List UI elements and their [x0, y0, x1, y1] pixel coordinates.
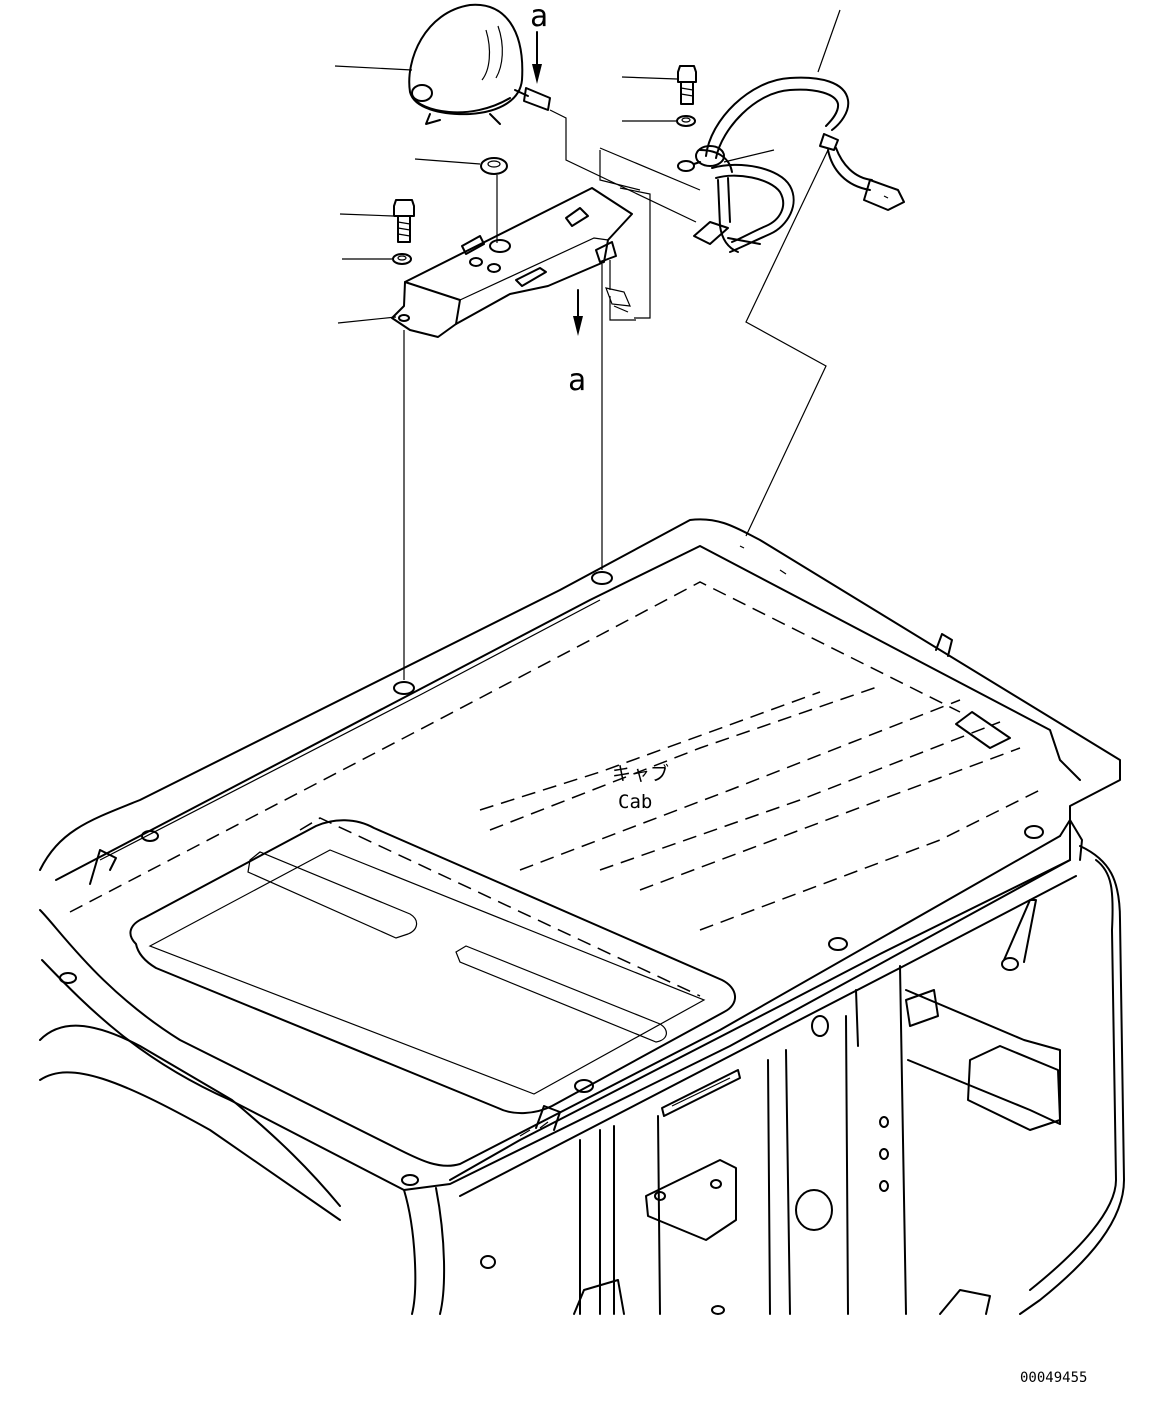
leader-harness-clamp — [723, 149, 775, 163]
washer-right — [676, 115, 696, 127]
leader-harness-top — [817, 9, 841, 73]
arrow-label-bottom: a — [568, 363, 586, 398]
leader-bolt-left — [339, 213, 394, 217]
leader-lamp — [334, 65, 413, 71]
leader-collar — [414, 158, 481, 165]
bolt-right — [677, 65, 697, 105]
komatsu-emblem — [661, 1069, 741, 1117]
connection-lines — [403, 109, 829, 680]
mounting-bracket — [391, 187, 633, 338]
collar — [480, 157, 508, 175]
lamp-connector — [514, 87, 551, 111]
bolt-left — [393, 199, 415, 243]
warning-lamp — [408, 3, 524, 125]
leader-bolt-right — [621, 76, 678, 80]
washer-left — [392, 253, 412, 265]
leader-bracket — [337, 316, 397, 324]
wiring-harness — [677, 76, 905, 253]
drawing-number: 00049455 — [1020, 1370, 1087, 1386]
arrow-label-top: a — [530, 0, 548, 34]
cab-label-en: Cab — [618, 791, 652, 813]
arrow-down-icon — [573, 289, 583, 336]
cab-label-jp: キャブ — [612, 762, 669, 785]
arrow-down-icon — [532, 31, 542, 84]
cab-structure — [39, 518, 1125, 1315]
